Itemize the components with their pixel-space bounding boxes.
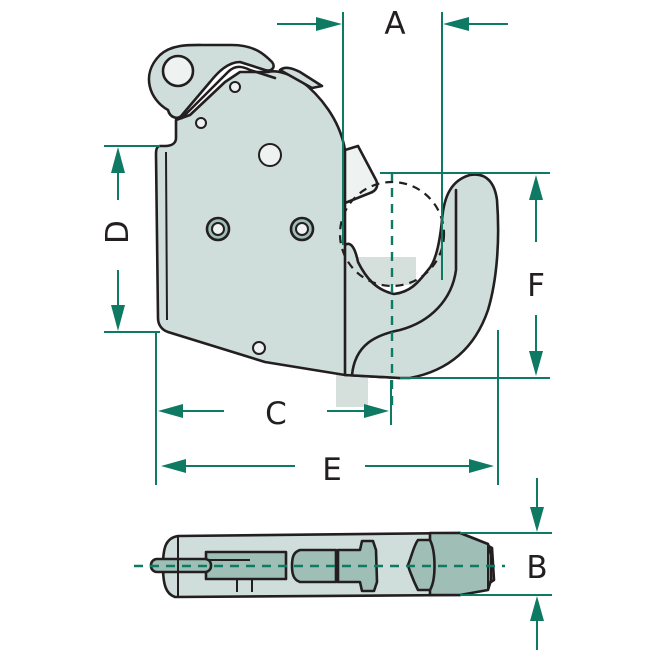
top-nose <box>428 531 493 597</box>
label-e: E <box>322 452 342 488</box>
label-f: F <box>527 268 545 304</box>
top-lens <box>406 538 436 592</box>
label-d: D <box>100 220 136 244</box>
side-view <box>147 43 500 410</box>
small-hole-3 <box>252 341 266 355</box>
dimension-c: C <box>155 332 392 485</box>
dimension-d: D <box>100 145 160 333</box>
label-a: A <box>384 6 405 42</box>
plate-edge-line <box>165 151 168 321</box>
dimension-b: B <box>460 478 552 650</box>
top-collar <box>336 539 379 593</box>
rivet-left <box>205 216 231 242</box>
dimension-e: E <box>161 330 499 488</box>
small-hole-2 <box>195 117 207 129</box>
small-hole-1 <box>229 81 241 93</box>
hook-inner-edge <box>350 188 458 377</box>
latch-spring <box>343 144 379 205</box>
medium-hole <box>258 143 282 167</box>
label-b: B <box>526 550 547 586</box>
dimension-a: A <box>277 6 508 280</box>
ball-outline <box>338 180 446 288</box>
latch-hole <box>161 54 195 88</box>
label-c: C <box>265 396 287 432</box>
latch-band <box>180 65 277 120</box>
rivet-right <box>289 216 315 242</box>
plate-tab <box>278 66 324 90</box>
top-view <box>134 531 505 599</box>
dimension-f: F <box>380 172 550 379</box>
